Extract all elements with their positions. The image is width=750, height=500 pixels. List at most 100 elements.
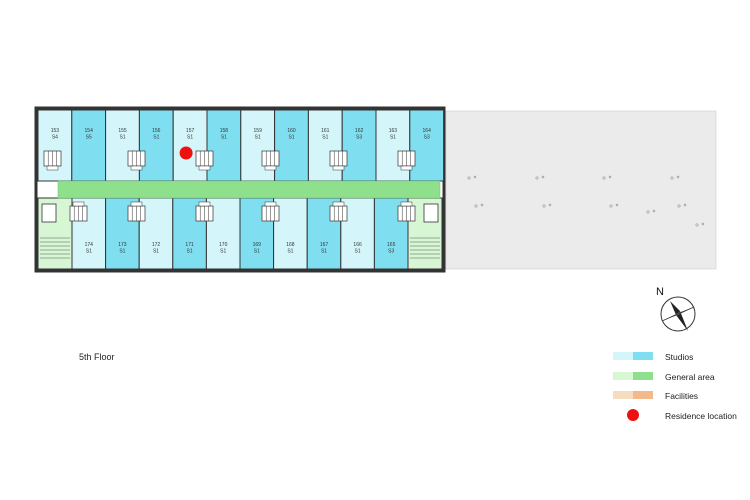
legend-label: Facilities [665, 391, 699, 401]
bathroom-fixture [69, 201, 88, 222]
room-type: S1 [220, 249, 226, 255]
room-type: S3 [424, 135, 430, 141]
floor-label: 5th Floor [79, 352, 115, 362]
room-number: 167 [320, 242, 329, 248]
annex-column-mark [646, 210, 650, 214]
room-type: S1 [321, 249, 327, 255]
room-number: 161 [321, 128, 330, 134]
room-number: 153 [51, 128, 60, 134]
room-type: S1 [119, 135, 125, 141]
room-type: S1 [221, 135, 227, 141]
studio-room [172, 109, 208, 182]
annex-column-mark [683, 203, 687, 207]
room-type: S3 [388, 249, 394, 255]
room-type: S1 [255, 135, 261, 141]
legend-swatch [613, 371, 653, 380]
annex-column-mark [541, 175, 545, 179]
room-type: S1 [287, 249, 293, 255]
room-labels: 153S4154S5155S1156S1157S1158S1159S1160S1… [51, 128, 431, 255]
annex-column-mark [535, 176, 539, 180]
studio-room [307, 109, 343, 182]
bathroom-fixture [261, 150, 280, 171]
annex-column-mark [701, 222, 705, 226]
room-number: 168 [286, 242, 295, 248]
legend-label: General area [665, 371, 715, 382]
studio-room [409, 109, 445, 182]
room-number: 157 [186, 128, 195, 134]
legend-swatch [613, 391, 653, 399]
room-type: S1 [254, 249, 260, 255]
annex-column-mark [608, 175, 612, 179]
bathroom-fixture [261, 201, 280, 222]
legend-swatch [613, 352, 653, 360]
compass-north-label: N [656, 286, 664, 298]
bathroom-fixture [397, 201, 416, 222]
bathroom-fixture [195, 201, 214, 222]
room-type: S4 [52, 135, 58, 141]
residence-location-marker [179, 146, 193, 160]
legend-label: Residence location [665, 410, 737, 421]
bathroom-fixture [397, 150, 416, 171]
room-number: 164 [423, 128, 432, 134]
room-type: S1 [355, 249, 361, 255]
annex-marks [467, 175, 705, 227]
room-number: 174 [85, 242, 94, 248]
bathroom-fixture [127, 201, 146, 222]
rooms-top-row [37, 109, 445, 182]
studio-room [71, 109, 107, 182]
studio-room [240, 109, 276, 182]
room-type: S1 [187, 135, 193, 141]
annex-column-mark [474, 204, 478, 208]
annex-column-mark [695, 223, 699, 227]
annex-column-mark [473, 175, 477, 179]
room-number: 169 [253, 242, 262, 248]
corridor [57, 180, 441, 199]
room-number: 158 [220, 128, 229, 134]
legend-dot-icon [627, 408, 639, 421]
room-type: S1 [153, 135, 159, 141]
room-number: 155 [118, 128, 127, 134]
room-type: S1 [187, 249, 193, 255]
annex-column-mark [548, 203, 552, 207]
room-type: S1 [288, 135, 294, 141]
room-type: S1 [390, 135, 396, 141]
studio-room [37, 109, 73, 182]
room-type: S5 [86, 135, 92, 141]
elevator-right [423, 203, 439, 223]
studio-room [274, 109, 309, 182]
bathroom-fixtures [43, 150, 416, 222]
room-type: S1 [119, 249, 125, 255]
studio-room [105, 109, 140, 182]
annex-area [445, 110, 717, 270]
annex-column-mark [670, 176, 674, 180]
room-number: 159 [254, 128, 263, 134]
room-number: 162 [355, 128, 364, 134]
annex-column-mark [676, 175, 680, 179]
room-number: 160 [287, 128, 296, 134]
room-number: 172 [152, 242, 161, 248]
room-number: 173 [118, 242, 127, 248]
studio-room [341, 109, 377, 182]
studio-room [375, 109, 411, 182]
bathroom-fixture [195, 150, 214, 171]
room-type: S3 [356, 135, 362, 141]
compass-icon [660, 296, 696, 332]
room-number: 171 [185, 242, 194, 248]
room-type: S1 [86, 249, 92, 255]
room-number: 163 [389, 128, 398, 134]
studio-room [138, 109, 174, 182]
annex-column-mark [615, 203, 619, 207]
bathroom-fixture [43, 150, 62, 171]
bathroom-fixture [329, 150, 348, 171]
studio-room [206, 109, 242, 182]
elevator-left [41, 203, 57, 223]
annex-column-mark [480, 203, 484, 207]
room-number: 170 [219, 242, 228, 248]
room-number: 166 [353, 242, 362, 248]
annex-column-mark [602, 176, 606, 180]
annex-column-mark [467, 176, 471, 180]
rooms-bottom-row [71, 197, 409, 270]
annex-column-mark [652, 209, 656, 213]
annex-column-mark [609, 204, 613, 208]
